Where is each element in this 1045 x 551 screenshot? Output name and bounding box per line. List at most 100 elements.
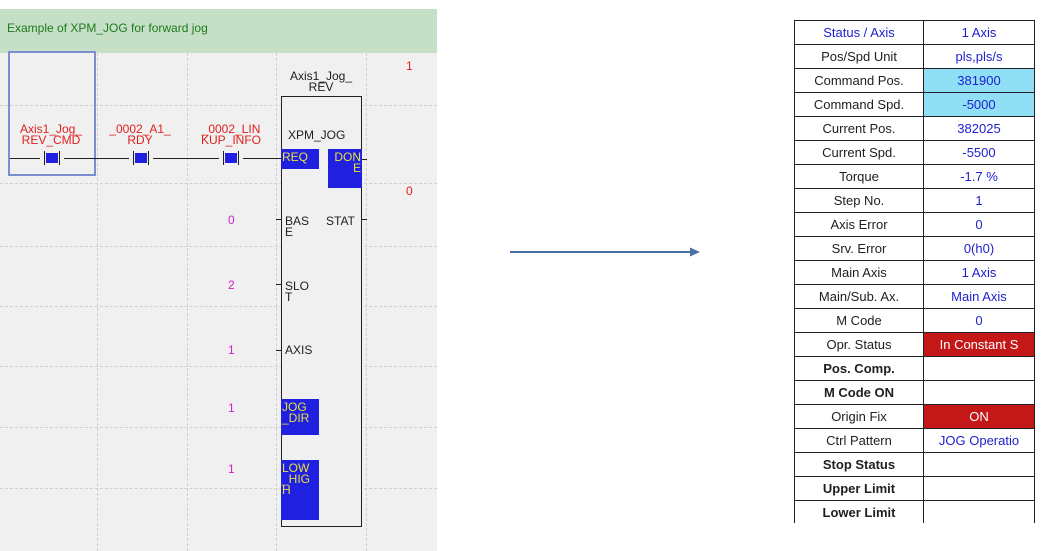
contact-label: Axis1_Jog_ REV_CMD xyxy=(19,122,83,147)
grid-line xyxy=(366,53,367,551)
status-row-label: Current Pos. xyxy=(794,116,924,141)
pin-stat: STAT xyxy=(326,214,355,228)
status-row-label: Lower Limit xyxy=(794,500,924,523)
status-row: Upper Limit xyxy=(794,476,1035,501)
status-row-label: Main Axis xyxy=(794,260,924,285)
status-row-value: -1.7 % xyxy=(923,164,1035,189)
pin-stub xyxy=(362,219,367,220)
status-row-value: -5500 xyxy=(923,140,1035,165)
status-row-value: Main Axis xyxy=(923,284,1035,309)
grid-line xyxy=(0,306,437,307)
status-row-value: 1 Axis xyxy=(923,260,1035,285)
pin-stub xyxy=(276,284,281,285)
pin-value-jog-dir: 1 xyxy=(228,401,235,415)
contact-a1-rdy[interactable] xyxy=(129,151,153,165)
contact-label: _0002_LIN KUP_INFO xyxy=(200,122,261,147)
grid-line xyxy=(0,246,437,247)
grid-line xyxy=(0,427,437,428)
pin-axis: AXIS xyxy=(285,343,313,357)
grid-line xyxy=(0,366,437,367)
pin-jog-dir: JOG _DIR xyxy=(281,399,319,435)
status-row-label: Stop Status xyxy=(794,452,924,477)
status-row-label: M Code xyxy=(794,308,924,333)
ladder-editor: Example of XPM_JOG for forward jog 1 0 A… xyxy=(0,9,437,551)
status-row-label: Main/Sub. Ax. xyxy=(794,284,924,309)
grid-line xyxy=(276,53,277,551)
status-row-value xyxy=(923,452,1035,477)
pin-slot: SLO T xyxy=(285,279,310,304)
contact-label: _0002_A1_ RDY xyxy=(109,122,171,147)
status-row-label: Command Pos. xyxy=(794,68,924,93)
fb-instance-name: Axis1_Jog_ REV xyxy=(289,69,353,94)
status-header-label: Status / Axis xyxy=(794,20,924,45)
status-row-label: Ctrl Pattern xyxy=(794,428,924,453)
status-row-value: 1 xyxy=(923,188,1035,213)
status-row: Main/Sub. Ax.Main Axis xyxy=(794,284,1035,309)
pin-stub xyxy=(362,159,367,160)
status-row: Step No.1 xyxy=(794,188,1035,213)
status-row-label: Command Spd. xyxy=(794,92,924,117)
status-row-label: M Code ON xyxy=(794,380,924,405)
status-row: Lower Limit xyxy=(794,500,1035,523)
rung-number: 1 xyxy=(406,59,413,73)
status-row: Command Pos.381900 xyxy=(794,68,1035,93)
status-row-value: 382025 xyxy=(923,116,1035,141)
status-row-label: Srv. Error xyxy=(794,236,924,261)
status-row: Stop Status xyxy=(794,452,1035,477)
status-row-label: Current Spd. xyxy=(794,140,924,165)
grid-line xyxy=(0,183,437,184)
status-row-value xyxy=(923,356,1035,381)
status-row-label: Origin Fix xyxy=(794,404,924,429)
status-row-label: Upper Limit xyxy=(794,476,924,501)
pin-value-axis: 1 xyxy=(228,343,235,357)
contact-axis1-jog-rev-cmd[interactable] xyxy=(40,151,64,165)
status-row-label: Step No. xyxy=(794,188,924,213)
status-row: Current Pos.382025 xyxy=(794,116,1035,141)
pin-done: DON E xyxy=(328,149,362,188)
pin-value-base: 0 xyxy=(228,213,235,227)
status-row: M Code ON xyxy=(794,380,1035,405)
cell-cursor[interactable] xyxy=(8,51,96,176)
pin-req: REQ xyxy=(281,149,319,169)
pin-value-slot: 2 xyxy=(228,278,235,292)
status-row: Command Spd.-5000 xyxy=(794,92,1035,117)
rung-number: 0 xyxy=(406,184,413,198)
grid-line xyxy=(0,488,437,489)
status-header-axis[interactable]: 1 Axis xyxy=(923,20,1035,45)
status-row-value: pls,pls/s xyxy=(923,44,1035,69)
status-row: Current Spd.-5500 xyxy=(794,140,1035,165)
status-row-value: JOG Operatio xyxy=(923,428,1035,453)
grid-line xyxy=(0,105,437,106)
fb-type-name: XPM_JOG xyxy=(288,128,346,142)
status-row-label: Opr. Status xyxy=(794,332,924,357)
status-row-label: Torque xyxy=(794,164,924,189)
status-row-value xyxy=(923,380,1035,405)
grid-line xyxy=(97,53,98,551)
status-row-value: ON xyxy=(923,404,1035,429)
pin-base: BAS E xyxy=(285,214,310,239)
status-row: Pos. Comp. xyxy=(794,356,1035,381)
right-arrow-icon xyxy=(510,247,700,257)
status-row-value: 381900 xyxy=(923,68,1035,93)
status-row-value: 0(h0) xyxy=(923,236,1035,261)
status-row-value: -5000 xyxy=(923,92,1035,117)
status-row-value: 0 xyxy=(923,212,1035,237)
grid-line xyxy=(187,53,188,551)
status-row-value: In Constant S xyxy=(923,332,1035,357)
contact-linkup-info[interactable] xyxy=(219,151,243,165)
pin-value-low-high: 1 xyxy=(228,462,235,476)
pin-stub xyxy=(276,350,281,351)
status-row: Torque-1.7 % xyxy=(794,164,1035,189)
status-row-label: Pos/Spd Unit xyxy=(794,44,924,69)
rung-comment-bar: Example of XPM_JOG for forward jog xyxy=(0,9,437,53)
status-row-label: Axis Error xyxy=(794,212,924,237)
